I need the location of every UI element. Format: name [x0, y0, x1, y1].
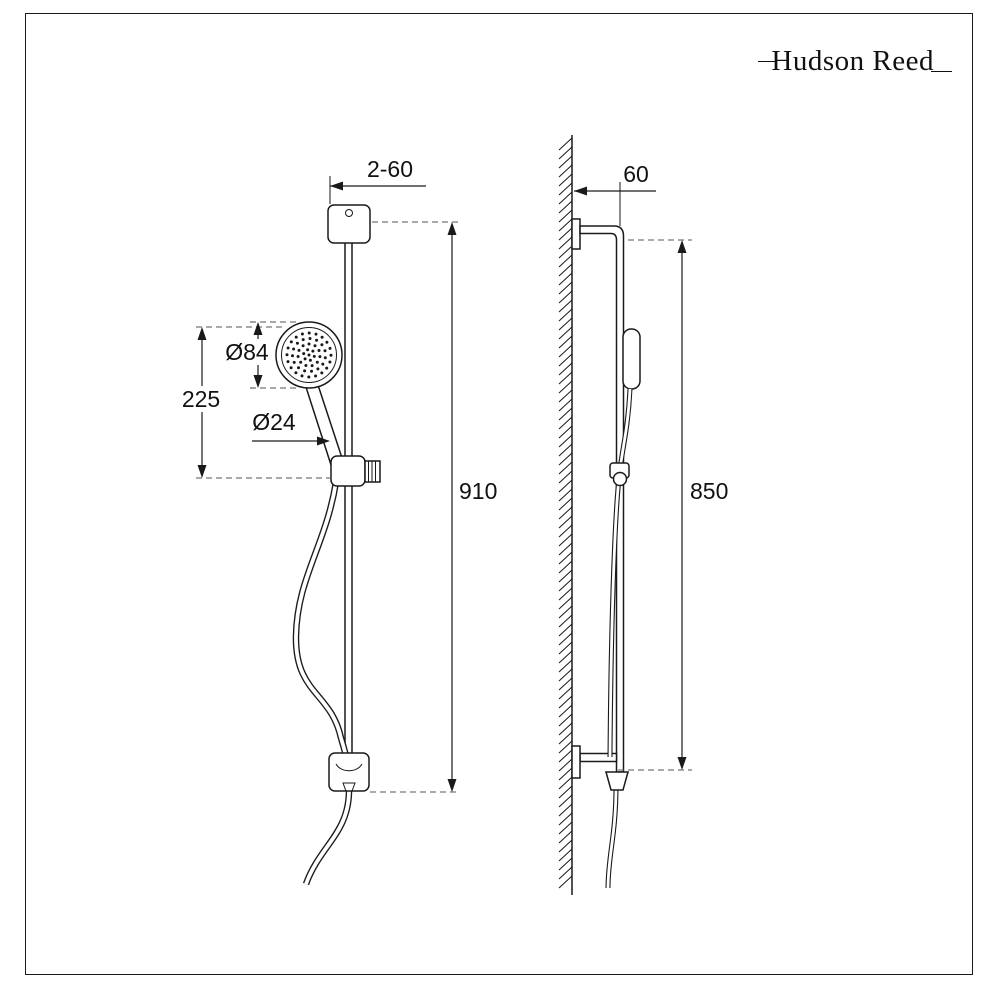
dim-wall-offset: 60	[574, 161, 656, 226]
top-wall-bracket	[327, 204, 371, 244]
shower-hose-front	[292, 481, 353, 886]
dim-head-diameter: Ø84	[224, 321, 298, 389]
brand-leading-line	[758, 60, 776, 62]
bottom-wall-bracket	[328, 752, 370, 792]
dim-label-rail-length: 910	[459, 478, 497, 504]
front-view	[275, 204, 381, 886]
side-view	[558, 135, 641, 895]
handset-holder-side	[622, 328, 641, 390]
shower-head	[275, 321, 343, 389]
dim-rail-length: 910	[370, 221, 497, 793]
brand-logo: Hudson Reed	[758, 44, 952, 78]
bottom-wall-plate	[571, 745, 581, 779]
dim-label-bracket-offset: 2-60	[367, 156, 413, 182]
dim-bracket-offset: 2-60	[329, 156, 426, 204]
spray-nozzle-dots	[285, 331, 333, 379]
clamp-knob-side	[612, 471, 628, 487]
dim-label-head-to-holder: 225	[182, 386, 220, 412]
hose-outlet-side	[605, 771, 629, 889]
dim-label-fixing-centres: 850	[690, 478, 728, 504]
handset-holder	[330, 455, 381, 487]
dim-head-to-holder: 225	[180, 326, 332, 479]
top-wall-plate	[571, 218, 581, 250]
brand-name: Hudson Reed	[771, 45, 934, 77]
dim-label-head-diameter: Ø84	[225, 339, 269, 365]
handset-handle	[304, 381, 345, 469]
dimension-annotations: 2-60 910 225	[180, 156, 728, 793]
dim-fixing-centres: 850	[618, 239, 728, 771]
slider-clamp-side	[609, 462, 630, 487]
dim-label-wall-offset: 60	[623, 161, 649, 187]
wall-hatching	[558, 137, 573, 889]
brand-trailing-line	[931, 71, 952, 72]
border-frame	[25, 13, 973, 975]
dim-label-hose-diameter: Ø24	[252, 409, 296, 435]
dim-hose-diameter: Ø24	[252, 409, 330, 446]
slide-rail-front	[344, 243, 353, 753]
shower-hose-side	[607, 388, 633, 758]
